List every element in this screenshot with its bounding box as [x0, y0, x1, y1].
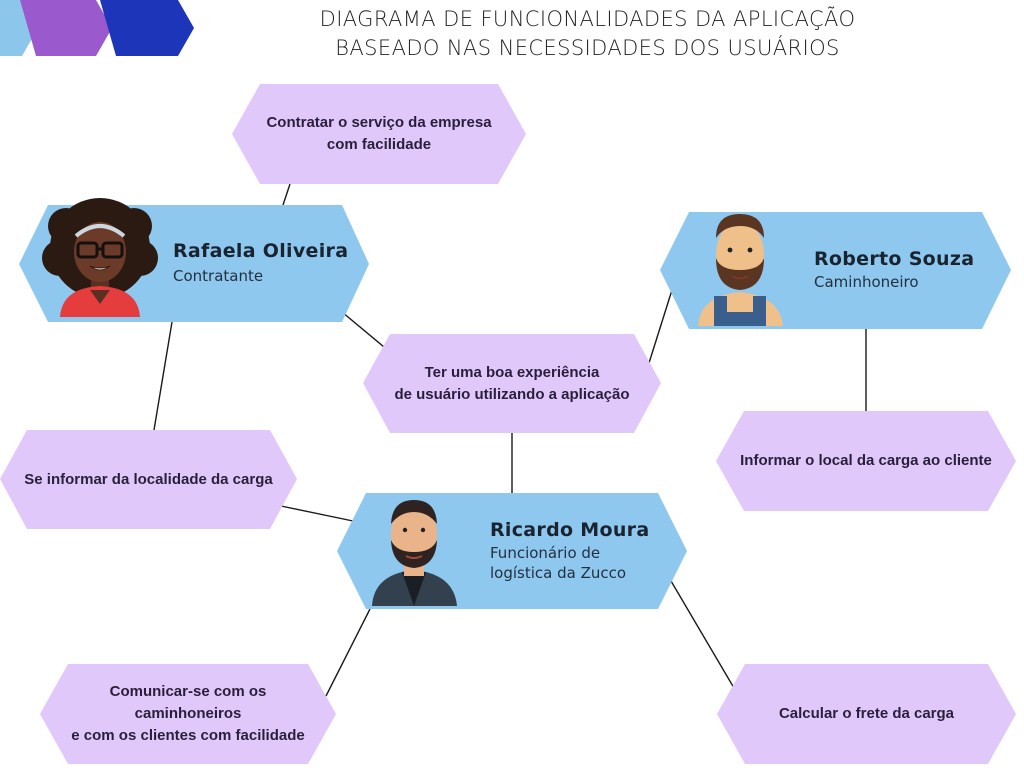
need-contratar-text: Contratar o serviço da empresa com facil… [266, 114, 492, 153]
banner-purple-shape [20, 0, 112, 56]
diagram-title-line-2: BASEADO NAS NECESSIDADES DOS USUÁRIOS [335, 36, 840, 60]
ricardo-role-line-1: Funcionário de [490, 544, 601, 562]
connector-rafaela-experiencia [341, 311, 385, 348]
connector-rafaela-contratar [282, 183, 291, 206]
connector-rafaela-localidade [153, 321, 173, 431]
connectors [153, 183, 867, 697]
diagram-title-line-1: DIAGRAMA DE FUNCIONALIDADES DA APLICAÇÃO [319, 7, 856, 31]
ricardo-role-line-2: logística da Zucco [490, 564, 627, 582]
need-frete-text: Calcular o frete da carga [778, 705, 955, 722]
connector-roberto-experiencia [648, 289, 673, 364]
roberto-role: Caminhoneiro [814, 273, 919, 291]
need-hex-comunicar [40, 664, 336, 764]
need-hex-contratar [232, 84, 526, 184]
need-hex-localidade [0, 430, 297, 529]
need-hex-frete [717, 664, 1016, 764]
need-hex-informar [716, 411, 1016, 511]
rafaela-name: Rafaela Oliveira [173, 240, 349, 262]
need-hexagons [0, 84, 1016, 764]
need-hex-experiencia [363, 334, 661, 433]
rafaela-role: Contratante [173, 267, 264, 285]
connector-ricardo-comunicar [325, 608, 371, 697]
ricardo-name: Ricardo Moura [490, 519, 650, 541]
rafaela-avatar [42, 198, 158, 317]
connector-ricardo-frete [670, 580, 735, 689]
corner-banner [0, 0, 194, 56]
need-localidade-text: Se informar da localidade da carga [24, 470, 273, 488]
connector-ricardo-localidade [280, 505, 354, 522]
need-informar-local-text: Informar o local da carga ao cliente [740, 452, 992, 469]
roberto-avatar [698, 214, 783, 326]
roberto-name: Roberto Souza [814, 248, 975, 270]
banner-blue-shape [100, 0, 194, 56]
need-experiencia-text: Ter uma boa experiência de usuário utili… [394, 363, 630, 403]
need-comunicar-text: Comunicar-se com os caminhoneiros e com … [71, 683, 305, 744]
ricardo-avatar [372, 500, 457, 606]
